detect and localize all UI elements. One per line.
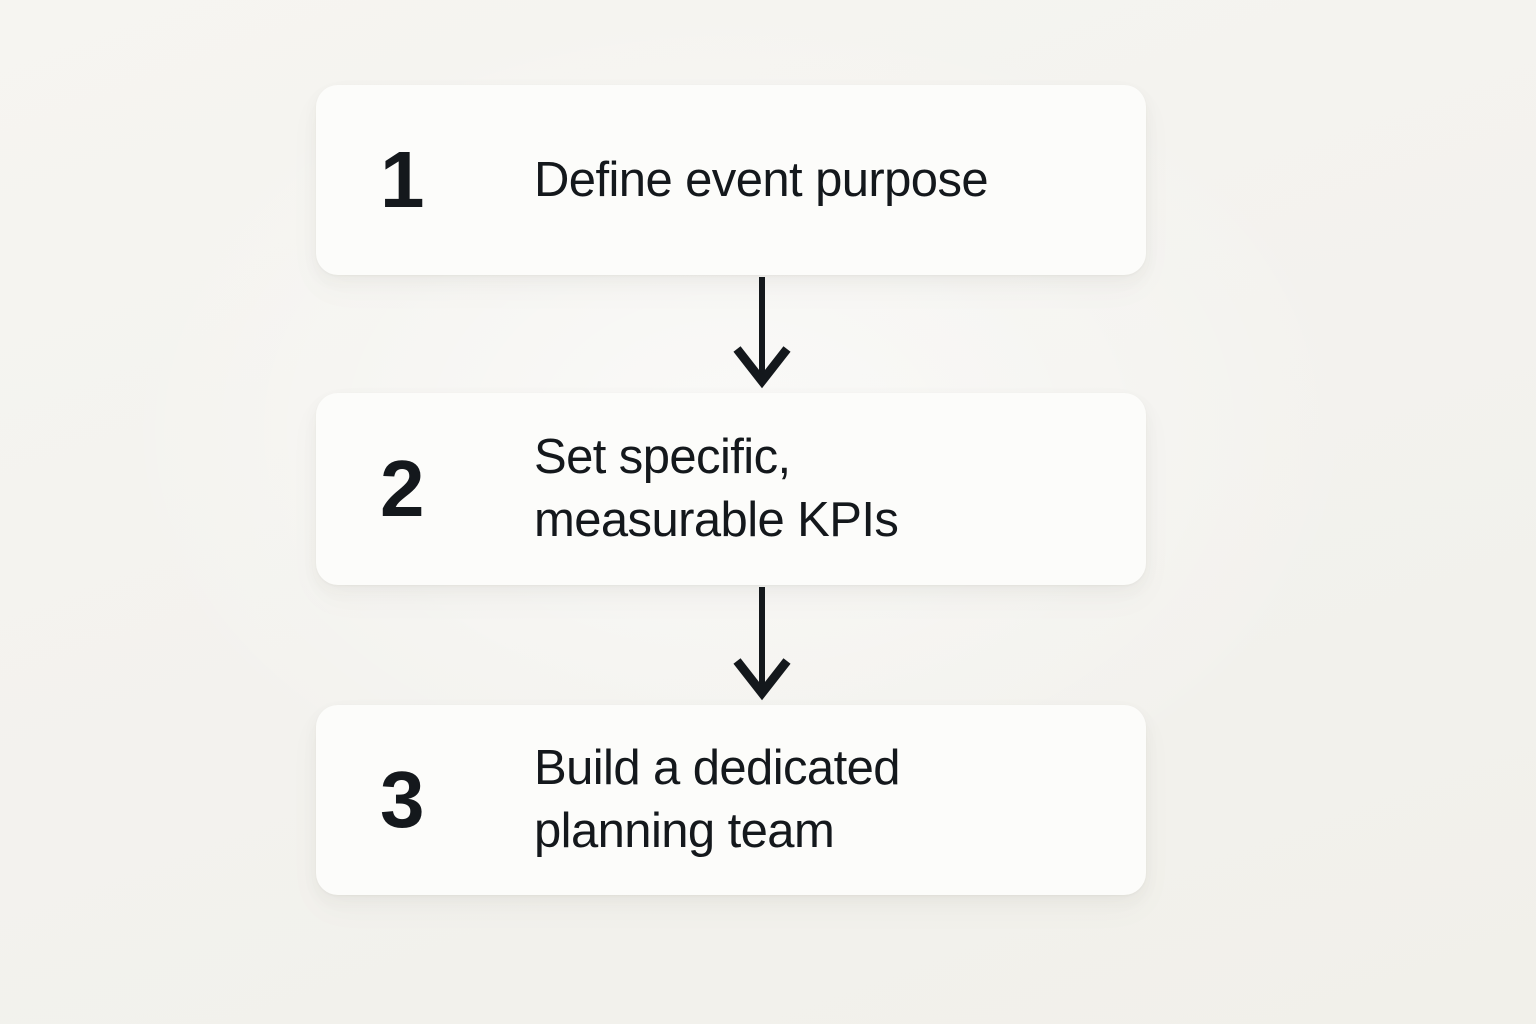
flow-step-card-2[interactable]: 2 Set specific, measurable KPIs <box>316 393 1146 585</box>
arrow-down-icon <box>733 277 791 389</box>
step-number-3: 3 <box>380 755 425 844</box>
flow-connector-2 <box>316 585 1146 705</box>
step-label-3: Build a dedicated planning team <box>534 741 901 858</box>
flow-step-card-3[interactable]: 3 Build a dedicated planning team <box>316 705 1146 895</box>
step-label-1: Define event purpose <box>534 152 989 207</box>
flowchart: 1 Define event purpose 2 Set specific, m… <box>316 85 1146 895</box>
step-number-1: 1 <box>380 135 425 224</box>
flow-connector-1 <box>316 275 1146 393</box>
step-label-2: Set specific, measurable KPIs <box>534 430 899 547</box>
arrow-down-icon <box>733 587 791 701</box>
flow-step-card-1[interactable]: 1 Define event purpose <box>316 85 1146 275</box>
step-number-2: 2 <box>380 444 425 533</box>
